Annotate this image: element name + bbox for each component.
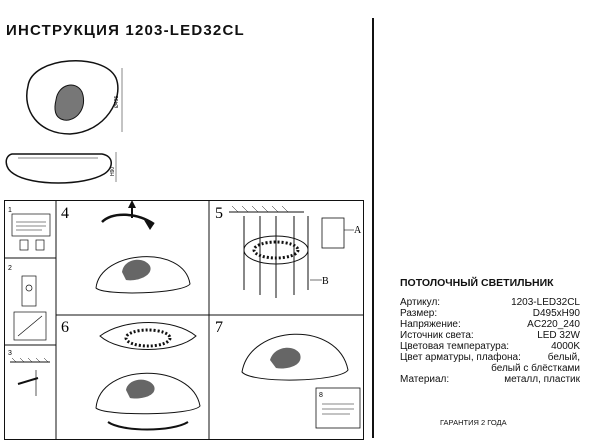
page-title: ИНСТРУКЦИЯ 1203-LED32CL — [6, 22, 245, 39]
spec-value: 4000K — [551, 341, 580, 352]
spec-value: LED 32W — [537, 330, 580, 341]
svg-text:H90: H90 — [110, 167, 116, 176]
product-title: ПОТОЛОЧНЫЙ СВЕТИЛЬНИК — [400, 277, 554, 289]
step-5-label: 5 — [215, 205, 223, 222]
step-7-label: 7 — [215, 319, 223, 336]
sub-step-3-label: 3 — [8, 350, 12, 357]
spec-value: металл, пластик — [504, 374, 580, 385]
lamp-side-view: H90 — [5, 152, 117, 184]
installation-diagram: 4 5 6 7 1 2 3 A B 8 — [4, 200, 364, 440]
spec-label: Напряжение: — [400, 319, 461, 330]
spec-label: Материал: — [400, 374, 450, 385]
spec-value: AC220_240 — [527, 319, 580, 330]
column-divider — [372, 18, 374, 438]
callout-b: B — [322, 276, 329, 287]
lamp-top-view: Ø495 — [26, 60, 123, 135]
step-6-label: 6 — [61, 319, 69, 336]
spec-label: Артикул: — [400, 297, 441, 308]
spec-value: D495хH90 — [532, 308, 580, 319]
step-8-label: 8 — [319, 392, 323, 399]
sub-step-1-label: 1 — [8, 207, 12, 214]
warranty-note: ГАРАНТИЯ 2 ГОДА — [440, 418, 507, 427]
spec-value: 1203-LED32CL — [511, 297, 580, 308]
spec-label: Источник света: — [400, 330, 474, 341]
sub-step-2-label: 2 — [8, 265, 12, 272]
callout-a: A — [354, 225, 362, 236]
step-4-label: 4 — [61, 205, 69, 222]
spec-value: белый с блёстками — [491, 363, 580, 374]
spec-value: белый, — [547, 352, 580, 363]
spec-label: Цветовая температура: — [400, 341, 510, 352]
spec-label: Размер: — [400, 308, 438, 319]
spec-label: Цвет арматуры, плафона: — [400, 352, 521, 363]
svg-text:Ø495: Ø495 — [114, 96, 120, 108]
